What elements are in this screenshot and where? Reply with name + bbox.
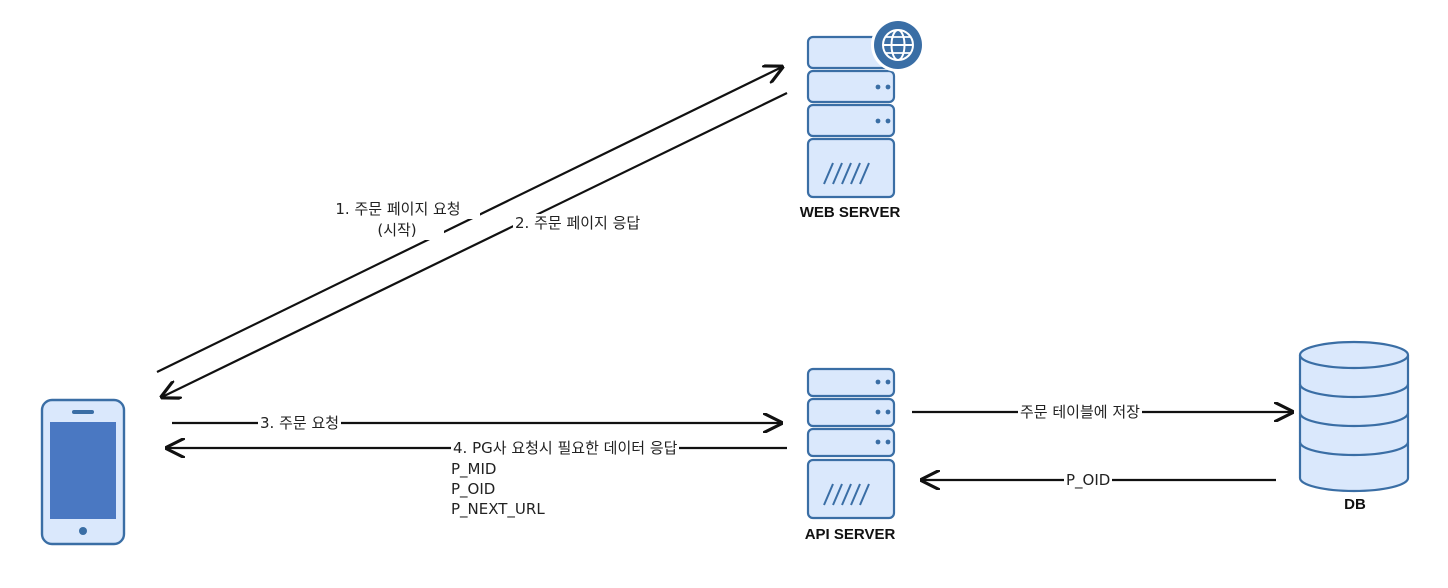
step3-label: 3. 주문 요청 — [258, 414, 342, 433]
edge-step1-arrow — [156, 67, 782, 373]
globe-icon — [871, 18, 925, 72]
api-server-label: API SERVER — [804, 526, 896, 543]
mobile-phone-icon — [40, 398, 126, 546]
step4-param-p-mid: P_MID — [451, 460, 497, 478]
web-server-label: WEB SERVER — [799, 204, 901, 221]
database-icon — [1298, 340, 1410, 493]
step4-param-p-next-url: P_NEXT_URL — [451, 500, 545, 518]
api-server-icon — [806, 367, 896, 520]
web-server-icon — [806, 35, 896, 199]
step1-label: 1. 주문 페이지 요청 — [316, 200, 480, 219]
step2-label: 2. 주문 페이지 응답 — [513, 214, 643, 233]
p-oid-label: P_OID — [1064, 471, 1113, 490]
save-label: 주문 테이블에 저장 — [1018, 403, 1142, 422]
step4-param-p-oid: P_OID — [451, 480, 496, 498]
step4-label: 4. PG사 요청시 필요한 데이터 응답 — [451, 439, 680, 458]
edge-step2-arrow — [162, 92, 788, 397]
step1-sublabel: (시작) — [350, 221, 444, 240]
db-label: DB — [1344, 496, 1366, 513]
